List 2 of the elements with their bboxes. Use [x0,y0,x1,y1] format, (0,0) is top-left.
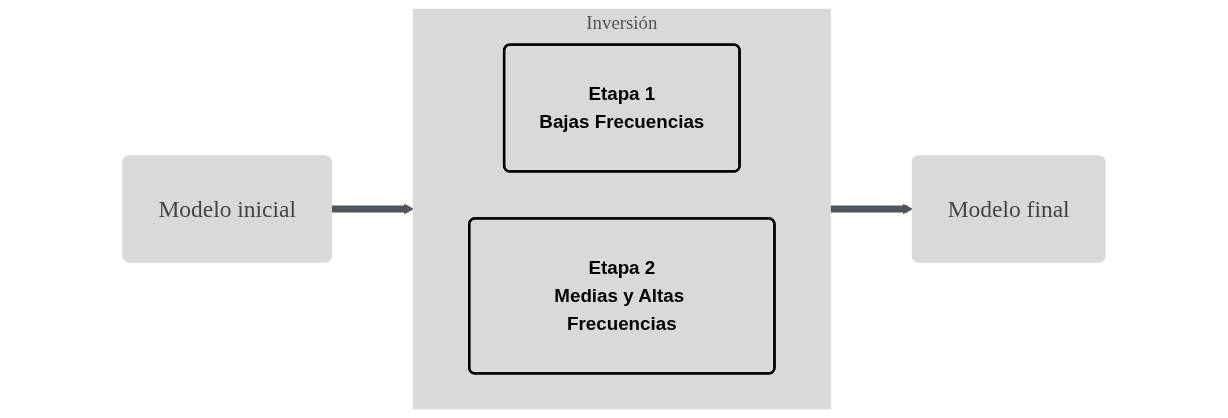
arrow [830,203,913,215]
arrow [331,203,414,215]
